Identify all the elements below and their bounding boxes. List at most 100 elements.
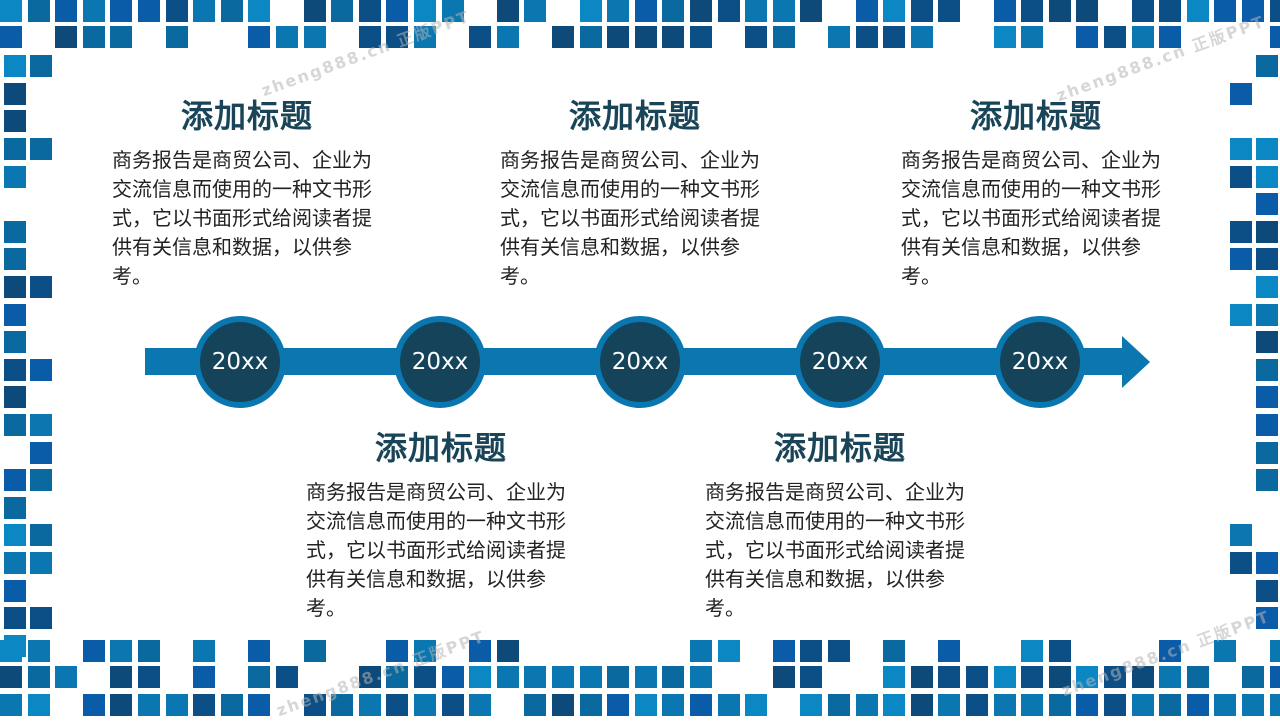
- mosaic-tile: [773, 0, 795, 22]
- timeline-item-1: 添加标题 商务报告是商贸公司、企业为交流信息而使用的一种文书形式，它以书面形式给…: [112, 94, 382, 291]
- mosaic-tile: [1159, 694, 1181, 716]
- mosaic-tile: [1230, 248, 1252, 270]
- mosaic-tile: [221, 694, 243, 716]
- mosaic-tile: [1270, 666, 1280, 688]
- mosaic-tile: [938, 666, 960, 688]
- mosaic-tile: [1076, 666, 1098, 688]
- mosaic-tile: [1256, 386, 1278, 408]
- mosaic-tile: [1049, 640, 1071, 662]
- mosaic-tile: [580, 666, 602, 688]
- mosaic-tile: [1256, 359, 1278, 381]
- mosaic-tile: [1256, 607, 1278, 629]
- mosaic-tile: [138, 694, 160, 716]
- mosaic-tile: [30, 359, 52, 381]
- mosaic-tile: [4, 331, 26, 353]
- mosaic-tile: [55, 666, 77, 688]
- mosaic-tile: [911, 666, 933, 688]
- mosaic-tile: [718, 0, 740, 22]
- mosaic-tile: [1159, 666, 1181, 688]
- mosaic-tile: [248, 666, 270, 688]
- mosaic-tile: [166, 694, 188, 716]
- mosaic-tile: [800, 694, 822, 716]
- timeline-node: 20xx: [394, 316, 486, 408]
- mosaic-tile: [4, 524, 26, 546]
- mosaic-tile: [1256, 193, 1278, 215]
- item-body: 商务报告是商贸公司、企业为交流信息而使用的一种文书形式，它以书面形式给阅读者提供…: [306, 480, 566, 620]
- item-title: 添加标题: [773, 429, 906, 467]
- mosaic-tile: [1214, 640, 1236, 662]
- mosaic-tile: [1159, 0, 1181, 22]
- mosaic-tile: [524, 666, 546, 688]
- mosaic-tile: [4, 304, 26, 326]
- mosaic-tile: [690, 0, 712, 22]
- mosaic-tile: [994, 26, 1016, 48]
- mosaic-tile: [4, 166, 26, 188]
- mosaic-tile: [4, 110, 26, 132]
- mosaic-tile: [1242, 0, 1264, 22]
- mosaic-tile: [745, 26, 767, 48]
- mosaic-tile: [110, 640, 132, 662]
- mosaic-tile: [1187, 666, 1209, 688]
- item-title: 添加标题: [374, 429, 507, 467]
- mosaic-tile: [359, 694, 381, 716]
- mosaic-tile: [828, 640, 850, 662]
- mosaic-tile: [1256, 580, 1278, 602]
- mosaic-tile: [1021, 0, 1043, 22]
- mosaic-tile: [1159, 640, 1181, 662]
- mosaic-tile: [138, 0, 160, 22]
- mosaic-tile: [248, 0, 270, 22]
- mosaic-tile: [193, 0, 215, 22]
- mosaic-tile: [4, 580, 26, 602]
- mosaic-tile: [28, 694, 50, 716]
- mosaic-tile: [1076, 26, 1098, 48]
- mosaic-tile: [414, 0, 436, 22]
- mosaic-tile: [1230, 83, 1252, 105]
- mosaic-tile: [166, 26, 188, 48]
- mosaic-tile: [1256, 414, 1278, 436]
- mosaic-tile: [0, 666, 22, 688]
- timeline-item-3: 添加标题 商务报告是商贸公司、企业为交流信息而使用的一种文书形式，它以书面形式给…: [500, 94, 770, 291]
- mosaic-tile: [883, 666, 905, 688]
- mosaic-tile: [883, 694, 905, 716]
- mosaic-tile: [1230, 138, 1252, 160]
- timeline-node: 20xx: [794, 316, 886, 408]
- mosaic-tile: [662, 666, 684, 688]
- item-body: 商务报告是商贸公司、企业为交流信息而使用的一种文书形式，它以书面形式给阅读者提供…: [705, 480, 965, 620]
- mosaic-tile: [994, 666, 1016, 688]
- item-title: 添加标题: [568, 97, 701, 135]
- mosaic-tile: [1049, 694, 1071, 716]
- mosaic-tile: [1256, 138, 1278, 160]
- mosaic-tile: [1230, 166, 1252, 188]
- mosaic-tile: [773, 26, 795, 48]
- mosaic-tile: [110, 0, 132, 22]
- mosaic-tile: [607, 26, 629, 48]
- mosaic-tile: [1256, 248, 1278, 270]
- mosaic-tile: [552, 26, 574, 48]
- mosaic-tile: [718, 640, 740, 662]
- mosaic-tile: [193, 694, 215, 716]
- mosaic-tile: [828, 694, 850, 716]
- mosaic-tile: [0, 26, 22, 48]
- mosaic-tile: [497, 666, 519, 688]
- mosaic-tile: [1076, 694, 1098, 716]
- mosaic-tile: [28, 0, 50, 22]
- mosaic-tile: [30, 607, 52, 629]
- mosaic-tile: [1049, 666, 1071, 688]
- mosaic-tile: [469, 26, 491, 48]
- mosaic-tile: [1256, 55, 1278, 77]
- timeline-node: 20xx: [994, 316, 1086, 408]
- mosaic-tile: [30, 138, 52, 160]
- mosaic-tile: [1159, 26, 1181, 48]
- mosaic-tile: [30, 442, 52, 464]
- mosaic-tile: [442, 666, 464, 688]
- mosaic-tile: [524, 694, 546, 716]
- mosaic-tile: [414, 26, 436, 48]
- timeline-item-5: 添加标题 商务报告是商贸公司、企业为交流信息而使用的一种文书形式，它以书面形式给…: [901, 94, 1171, 291]
- mosaic-tile: [690, 694, 712, 716]
- mosaic-tile: [1270, 694, 1280, 716]
- mosaic-tile: [938, 0, 960, 22]
- mosaic-tile: [580, 694, 602, 716]
- mosaic-tile: [1021, 26, 1043, 48]
- mosaic-tile: [221, 0, 243, 22]
- mosaic-tile: [4, 497, 26, 519]
